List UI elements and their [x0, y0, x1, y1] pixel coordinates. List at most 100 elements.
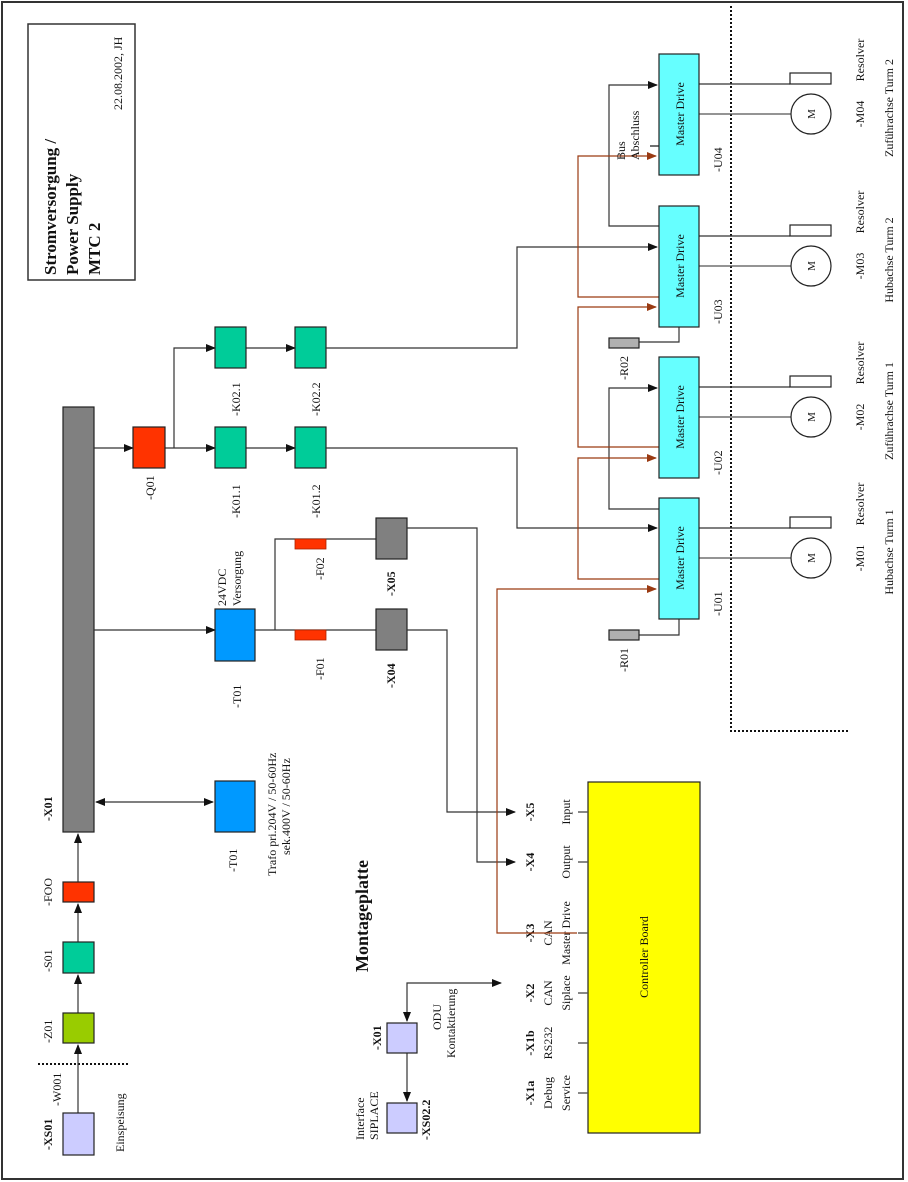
montageplatte-title: Montageplatte [352, 860, 372, 972]
connector-id: -X2 [523, 984, 537, 1003]
label-xs01: -XS01 [41, 1119, 55, 1150]
label-f02: -F02 [313, 557, 327, 580]
can-wire-u03-u04 [577, 152, 659, 298]
label-r01: -R01 [617, 648, 631, 672]
fuse-f00[interactable] [62, 881, 95, 903]
wire-x04-to-x5 [407, 629, 516, 816]
can-wire-u02-u03 [577, 303, 659, 448]
breaker-q01[interactable] [132, 426, 166, 469]
axis-label: Hubachse Turm 1 [882, 509, 896, 594]
resolver-label: Resolver [853, 342, 867, 385]
bus-termination-2: Abschluss [628, 110, 642, 160]
label-k011: -K01.1 [229, 484, 243, 518]
axis-label: Hubachse Turm 2 [882, 217, 896, 302]
resistor-r02[interactable] [608, 337, 640, 349]
busbar-x01[interactable] [62, 406, 95, 833]
label-xs022: -XS02.2 [419, 1100, 433, 1140]
label-w001: -W001 [50, 1073, 64, 1106]
resolver[interactable] [789, 72, 832, 85]
resolver[interactable] [789, 375, 832, 388]
connector-id: -X1a [523, 1081, 537, 1106]
terminal-x04[interactable] [375, 608, 408, 651]
label-k012: -K01.2 [309, 484, 323, 518]
label-x04: -X04 [384, 663, 398, 688]
connector-xs022[interactable] [386, 1102, 418, 1134]
wire-u01-r01 [639, 619, 680, 636]
motor-area-boundary [730, 6, 850, 732]
label-t01-psu: -T01 [230, 685, 244, 708]
contactor-k022[interactable] [294, 326, 327, 369]
resolver[interactable] [789, 516, 832, 529]
contactor-k012[interactable] [294, 426, 327, 469]
controller-board[interactable] [587, 781, 701, 1134]
motor-symbol: M [806, 412, 818, 422]
title-block: Stromversorgung / Power Supply MTC 2 22.… [27, 23, 136, 281]
master-drive[interactable] [658, 205, 700, 328]
label-s01: -S01 [41, 949, 55, 972]
switch-s01[interactable] [62, 941, 95, 974]
connector-label: Service [559, 1075, 573, 1111]
contactor-k021[interactable] [214, 326, 247, 369]
wire-t01-x05 [274, 538, 376, 630]
label-trafo-line-2: sek.400V / 50-60Hz [279, 758, 293, 855]
date-author: 22.08.2002, JH [111, 36, 125, 110]
resolver[interactable] [789, 224, 832, 237]
drive-id: -U04 [711, 147, 725, 172]
connector-xs01[interactable] [62, 1112, 95, 1156]
motor[interactable] [790, 93, 832, 135]
connector-odu-x01[interactable] [386, 1022, 418, 1054]
terminal-x05[interactable] [375, 517, 408, 560]
motor[interactable] [790, 245, 832, 287]
label-einspeisung: Einspeisung [113, 1093, 127, 1152]
label-interface-2: SIPLACE [367, 1091, 381, 1140]
motor[interactable] [790, 537, 832, 579]
motor-id: -M02 [853, 404, 867, 431]
label-f01: -F01 [313, 657, 327, 680]
wire-x2-odu [403, 979, 502, 1022]
feed-chain: -XS01 Einspeisung -W001 -Z01 -S01 -FOO -… [41, 406, 127, 1156]
psu-t01[interactable] [214, 608, 256, 662]
bus-termination-1: Bus [614, 141, 628, 160]
fuse-f02[interactable] [294, 538, 327, 550]
contactor-k011[interactable] [214, 426, 247, 469]
axis-label: Zuführachse Turm 1 [882, 362, 896, 460]
title-line-3: MTC 2 [85, 223, 104, 275]
master-drive[interactable] [658, 53, 700, 176]
motor-symbol: M [806, 109, 818, 119]
filter-z01[interactable] [62, 1012, 95, 1044]
connector-label: Debug [541, 1077, 555, 1109]
connector-id: -X5 [523, 803, 537, 822]
motor[interactable] [790, 396, 832, 438]
fuse-f01[interactable] [294, 629, 327, 641]
label-odu-1: ODU [430, 1004, 444, 1030]
label-psu-1: 24VDC [215, 569, 229, 606]
transformer-t01[interactable] [214, 780, 256, 833]
can-wire-u01-u02 [577, 454, 659, 580]
label-interface-1: Interface [353, 1097, 367, 1140]
connector-label: Output [559, 845, 573, 879]
motor-symbol: M [806, 553, 818, 563]
label-f00: -FOO [41, 878, 55, 906]
wire-k022-u03 [326, 243, 658, 349]
master-drive-label: Master Drive [673, 82, 687, 146]
connector-label: Siplace [559, 975, 573, 1010]
controller-board-label: Controller Board [637, 916, 651, 998]
wire-u03-r02 [639, 327, 680, 343]
master-drive[interactable] [658, 356, 700, 479]
resistor-r01[interactable] [608, 629, 640, 641]
master-drive-label: Master Drive [673, 385, 687, 449]
montageplatte-section: Montageplatte -X01 ODU Kontaktierung Int… [352, 860, 502, 1140]
drive-wiring: Bus Abschluss -R01 -R02 [326, 81, 680, 672]
connector-label: RS232 [541, 1027, 555, 1060]
label-r02: -R02 [617, 356, 631, 380]
label-x01: -X01 [41, 796, 55, 821]
drive-id: -U01 [711, 591, 725, 616]
wire-u01-u02 [608, 384, 659, 510]
master-drive[interactable] [658, 497, 700, 620]
